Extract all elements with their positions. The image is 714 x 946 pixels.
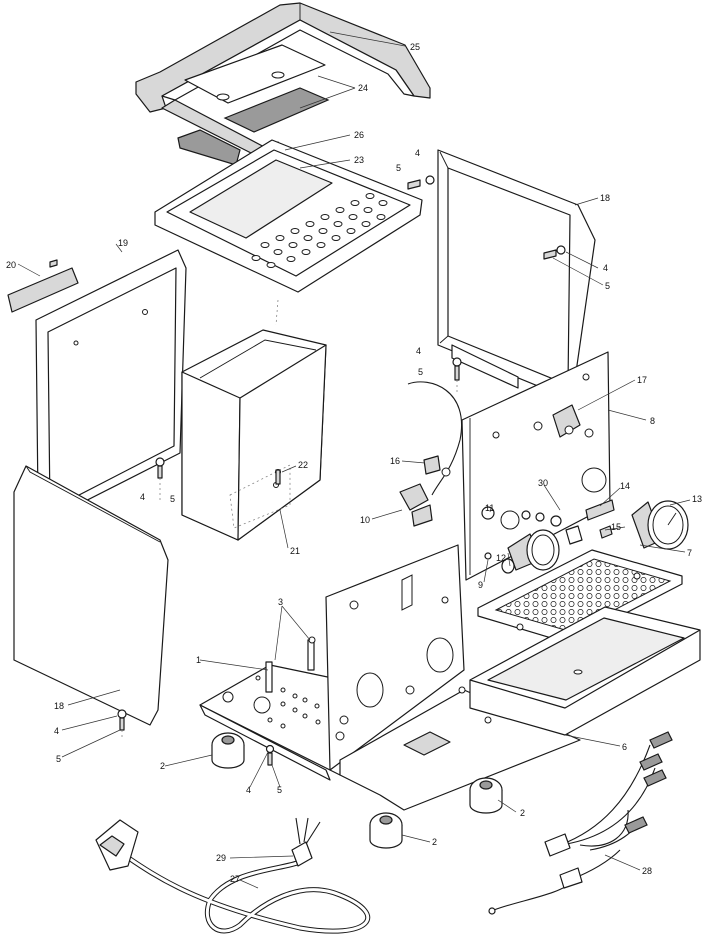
assembly-lines bbox=[121, 299, 458, 740]
tube-and-valves-parts-10-16 bbox=[399, 381, 463, 527]
callout-19: 19 bbox=[118, 238, 128, 248]
callout-4: 4 bbox=[603, 263, 608, 273]
callout-24: 24 bbox=[358, 83, 368, 93]
callout-1: 1 bbox=[196, 655, 201, 665]
callout-22: 22 bbox=[298, 460, 308, 470]
callout-2: 2 bbox=[160, 761, 165, 771]
callout-18: 18 bbox=[54, 701, 64, 711]
gauge-part-12 bbox=[501, 529, 560, 574]
chassis-part-1 bbox=[199, 544, 581, 811]
callout-28: 28 bbox=[642, 866, 652, 876]
callout-6: 6 bbox=[622, 742, 627, 752]
screws-and-washers bbox=[49, 175, 566, 766]
callout-21: 21 bbox=[290, 546, 300, 556]
power-cable-part-27 bbox=[95, 817, 371, 934]
foot-part-2-left bbox=[211, 732, 245, 769]
callout-26: 26 bbox=[354, 130, 364, 140]
callout-5: 5 bbox=[56, 754, 61, 764]
callout-23: 23 bbox=[354, 155, 364, 165]
callout-17: 17 bbox=[637, 375, 647, 385]
top-tray-part-23 bbox=[154, 139, 423, 293]
callout-25: 25 bbox=[410, 42, 420, 52]
foot-part-2-middle bbox=[369, 812, 403, 849]
callout-4: 4 bbox=[415, 148, 420, 158]
switch-part-17 bbox=[552, 404, 594, 438]
callout-5: 5 bbox=[396, 163, 401, 173]
left-front-panel-part-18 bbox=[13, 465, 169, 726]
top-plate-part-24 bbox=[177, 44, 330, 166]
callout-15: 15 bbox=[611, 522, 621, 532]
callout-4: 4 bbox=[54, 726, 59, 736]
inner-box-part-21 bbox=[181, 329, 327, 541]
leader-lines bbox=[17, 31, 691, 889]
callout-8: 8 bbox=[650, 416, 655, 426]
callout-5: 5 bbox=[605, 281, 610, 291]
plate-part-20 bbox=[7, 267, 79, 313]
tray-hole-grid bbox=[251, 193, 388, 268]
callout-7: 7 bbox=[687, 548, 692, 558]
callout-4: 4 bbox=[416, 346, 421, 356]
callout-labels: 25 24 26 23 4 5 18 4 5 19 20 4 5 17 8 16… bbox=[6, 42, 702, 884]
callout-13: 13 bbox=[692, 494, 702, 504]
callout-9: 9 bbox=[478, 580, 483, 590]
callout-5: 5 bbox=[418, 367, 423, 377]
foot-part-2-right bbox=[469, 777, 503, 814]
wiring-harness-part-28 bbox=[488, 731, 673, 915]
callout-12: 12 bbox=[496, 553, 506, 563]
callout-16: 16 bbox=[390, 456, 400, 466]
callout-10: 10 bbox=[360, 515, 370, 525]
callout-4: 4 bbox=[140, 492, 145, 502]
gauge-part-13 bbox=[631, 500, 689, 550]
callout-5: 5 bbox=[170, 494, 175, 504]
callout-4: 4 bbox=[246, 785, 251, 795]
left-inner-panel-part-19 bbox=[35, 249, 187, 521]
callout-29: 29 bbox=[216, 853, 226, 863]
callout-20: 20 bbox=[6, 260, 16, 270]
callout-3: 3 bbox=[278, 597, 283, 607]
callout-5: 5 bbox=[277, 785, 282, 795]
drip-grid-part-7 bbox=[477, 549, 683, 644]
callout-14: 14 bbox=[620, 481, 630, 491]
callout-2: 2 bbox=[520, 808, 525, 818]
callout-18: 18 bbox=[600, 193, 610, 203]
small-fittings bbox=[481, 499, 615, 560]
callout-27: 27 bbox=[230, 874, 240, 884]
callout-2: 2 bbox=[432, 837, 437, 847]
right-side-panel-part-18 bbox=[437, 149, 596, 401]
callout-11: 11 bbox=[485, 503, 494, 513]
drip-tray-part-6 bbox=[469, 606, 701, 736]
callout-30: 30 bbox=[538, 478, 548, 488]
